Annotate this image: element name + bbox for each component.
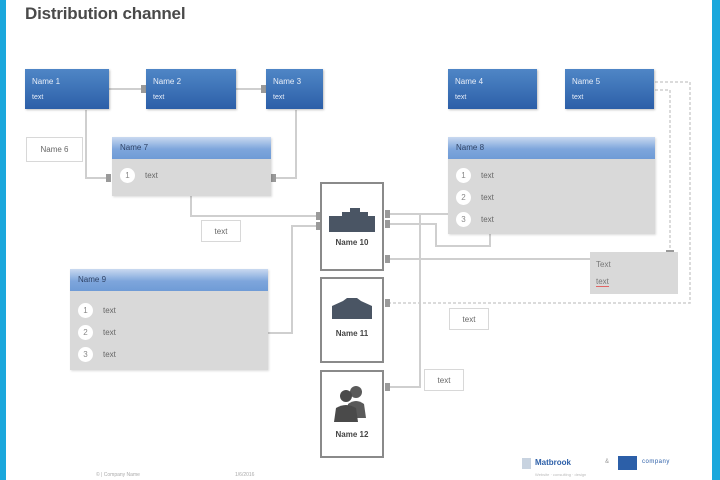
brand2-name: company: [642, 459, 670, 465]
left-accent-strip: [0, 0, 6, 480]
label-text: text: [437, 375, 451, 385]
item-text: text: [103, 305, 116, 315]
panel-name-7[interactable]: Name 7 1 text: [112, 137, 271, 196]
footer-date: 1/6/2016: [235, 472, 255, 478]
hub-name-10[interactable]: Name 10: [320, 182, 384, 271]
node-title: Name 4: [455, 77, 484, 86]
arrow-head: [141, 85, 146, 93]
item-text: text: [103, 327, 116, 337]
arrow-head: [385, 255, 390, 263]
item-number: 2: [78, 324, 93, 340]
page-title: Distribution channel: [25, 4, 186, 23]
hub-label: Name 11: [335, 329, 369, 338]
logo-separator: &: [605, 459, 610, 465]
brand1-logo-icon: [522, 458, 531, 469]
note-box: Text text: [590, 252, 678, 294]
factory-icon: [329, 208, 375, 232]
arrow-head: [316, 222, 321, 230]
item-text: text: [481, 192, 494, 202]
item-number: 1: [120, 167, 135, 183]
brand1-name: Matbrook: [535, 458, 571, 467]
note-line-1: Text: [596, 260, 611, 269]
connector-7-10: [190, 196, 321, 217]
list-item: 1 text: [78, 302, 116, 318]
connector-9-10: [268, 225, 321, 334]
brand2-logo-icon: [618, 456, 637, 470]
arrow-head: [385, 220, 390, 228]
connector-5-11: [385, 81, 691, 304]
panel-header: Name 9: [70, 269, 268, 291]
label-name-6: Name 6: [26, 137, 83, 162]
list-item: 3 text: [456, 211, 494, 227]
list-item: 3 text: [78, 346, 116, 362]
node-text: text: [572, 94, 584, 101]
people-icon: [334, 386, 366, 422]
item-text: text: [481, 214, 494, 224]
label-text: Name 6: [40, 145, 69, 154]
item-text: text: [103, 349, 116, 359]
connector-label: text: [201, 220, 241, 242]
node-title: Name 3: [273, 77, 302, 86]
right-accent-strip: [712, 0, 720, 480]
list-item: 2 text: [78, 324, 116, 340]
node-name-3[interactable]: Name 3 text: [266, 69, 323, 109]
hub-label: Name 10: [335, 238, 369, 247]
node-title: Name 2: [153, 77, 182, 86]
arrow-head: [261, 85, 266, 93]
list-item: 2 text: [456, 189, 494, 205]
logo-subtitle: Website · consulting · design: [535, 472, 587, 477]
arrow-head: [385, 299, 390, 307]
arrow-head: [385, 383, 390, 391]
node-name-2[interactable]: Name 2 text: [146, 69, 236, 109]
label-text: text: [462, 314, 476, 324]
panel-name-8[interactable]: Name 8 1 text 2 text 3 text: [448, 137, 655, 234]
node-text: text: [455, 94, 467, 101]
item-number: 3: [78, 346, 93, 362]
panel-header: Name 7: [112, 137, 271, 159]
note-line-2: text: [596, 277, 609, 287]
list-item: 1 text: [120, 167, 158, 183]
label-text: text: [214, 226, 228, 236]
panel-name-9[interactable]: Name 9 1 text 2 text 3 text: [70, 269, 268, 370]
arrow-head: [316, 212, 321, 220]
warehouse-icon: [332, 298, 372, 319]
connector-3-7: [271, 110, 297, 179]
node-text: text: [32, 94, 44, 101]
connector-1-7: [85, 110, 111, 179]
node-title: Name 1: [32, 77, 61, 86]
node-title: Name 5: [572, 77, 601, 86]
connector-to-12: [385, 214, 421, 388]
connector-label: text: [424, 369, 464, 391]
footer-company: © | Company Name: [96, 472, 140, 478]
arrow-head: [271, 174, 276, 182]
item-number: 1: [456, 167, 471, 183]
hub-name-12[interactable]: Name 12: [320, 370, 384, 458]
node-name-4[interactable]: Name 4 text: [448, 69, 537, 109]
hub-label: Name 12: [335, 430, 369, 439]
panel-header: Name 8: [448, 137, 655, 159]
node-name-1[interactable]: Name 1 text: [25, 69, 109, 109]
item-text: text: [481, 170, 494, 180]
footer-logos: Matbrook & company Website · consulting …: [522, 456, 712, 480]
node-text: text: [273, 94, 285, 101]
item-text: text: [145, 170, 158, 180]
item-number: 1: [78, 302, 93, 318]
connector-5-note: [655, 89, 671, 255]
item-number: 2: [456, 189, 471, 205]
list-item: 1 text: [456, 167, 494, 183]
item-number: 3: [456, 211, 471, 227]
connector-label: text: [449, 308, 489, 330]
arrow-head: [106, 174, 111, 182]
node-name-5[interactable]: Name 5 text: [565, 69, 654, 109]
node-text: text: [153, 94, 165, 101]
arrow-head: [385, 210, 390, 218]
hub-name-11[interactable]: Name 11: [320, 277, 384, 363]
